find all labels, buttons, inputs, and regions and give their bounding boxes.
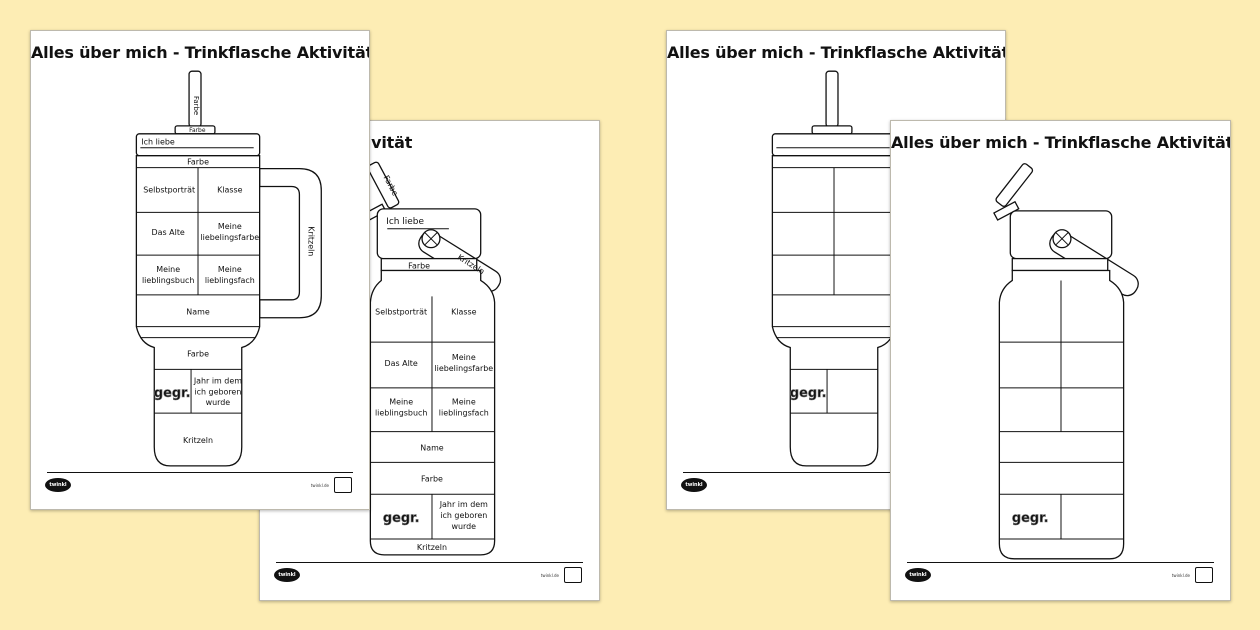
doodle-label: Kritzeln [417,543,447,552]
class-label: Klasse [451,307,477,316]
year-label-2: ich geboren [194,387,241,396]
i-love-label: Ich liebe [141,138,175,147]
footer-line [907,562,1214,563]
worksheet-title: Alles über mich - Trinkflasche Aktivität [31,43,370,62]
selfportrait-label: Selbstporträt [375,307,427,316]
blank-tumbler-illustration: gegr. [771,70,897,467]
blank-bottle-illustration: gegr. [993,163,1139,560]
fav-subject-label-2: lieblingsfach [439,409,489,418]
year-label-1: Jahr im dem [439,500,488,509]
worksheet-title: Alles über mich - Trinkflasche Aktivität [667,43,1006,62]
bottle-illustration: Farbe Ich liebe Kritzeln Farbe Selbstpor… [361,161,502,556]
footer-url: twinkl.de [310,483,329,488]
footer-url: twinkl.de [540,573,559,578]
worksheet-tumbler-labelled: Alles über mich - Trinkflasche Aktivität… [30,30,370,510]
i-love-label: Ich liebe [386,217,424,227]
footer-url: twinkl.de [1171,573,1190,578]
year-label-3: wurde [452,522,477,531]
fav-subject-label-1: Meine [218,265,242,274]
band-label: Farbe [408,262,430,271]
color-row-label: Farbe [421,474,443,483]
fav-book-label-2: lieblingsbuch [142,276,194,285]
handle-label: Kritzeln [306,226,315,256]
age-label: Das Alte [385,359,418,368]
year-label-1: Jahr im dem [193,376,242,385]
twinkl-logo: twinkl [45,478,71,492]
est-label: gegr. [154,386,191,401]
lower-band-label: Farbe [187,349,209,358]
name-label: Name [186,308,210,317]
straw-label: Farbe [192,96,200,115]
band-label: Farbe [187,158,209,167]
fav-subject-label-2: lieblingsfach [205,276,255,285]
worksheet-bottle-labelled: ich - Trinkflasche Aktivität [259,120,600,601]
fav-subject-label-1: Meine [452,398,476,407]
fav-color-label-1: Meine [452,353,476,362]
fav-book-label-1: Meine [156,265,180,274]
badge-icon [1195,567,1213,583]
est-label: gegr. [383,511,420,526]
twinkl-logo: twinkl [274,568,300,582]
year-label-2: ich geboren [440,511,487,520]
fav-book-label-1: Meine [389,398,413,407]
year-label-3: wurde [206,398,231,407]
twinkl-logo: twinkl [905,568,931,582]
footer-line [683,472,989,473]
fav-book-label-2: lieblingsbuch [375,409,427,418]
name-label: Name [420,443,444,452]
badge-icon [564,567,582,583]
tumbler-illustration: Farbe Farbe Ich liebe Farbe Selbstporträ… [135,70,322,467]
fav-color-label-1: Meine [218,222,242,231]
selfportrait-label: Selbstporträt [143,185,195,194]
footer-line [47,472,353,473]
fav-color-label-2: liebelingsfarbe [434,364,493,373]
doodle-label: Kritzeln [183,436,213,445]
est-label: gegr. [1012,511,1049,526]
badge-icon [334,477,352,493]
age-label: Das Alte [152,228,185,237]
worksheet-title: Alles über mich - Trinkflasche Aktivität [891,133,1231,152]
est-label: gegr. [790,386,827,401]
footer-line [276,562,583,563]
worksheet-bottle-blank: Alles über mich - Trinkflasche Aktivität… [890,120,1231,601]
lid-label: Farbe [189,127,206,134]
twinkl-logo: twinkl [681,478,707,492]
fav-color-label-2: liebelingsfarbe [200,233,259,242]
class-label: Klasse [217,185,243,194]
